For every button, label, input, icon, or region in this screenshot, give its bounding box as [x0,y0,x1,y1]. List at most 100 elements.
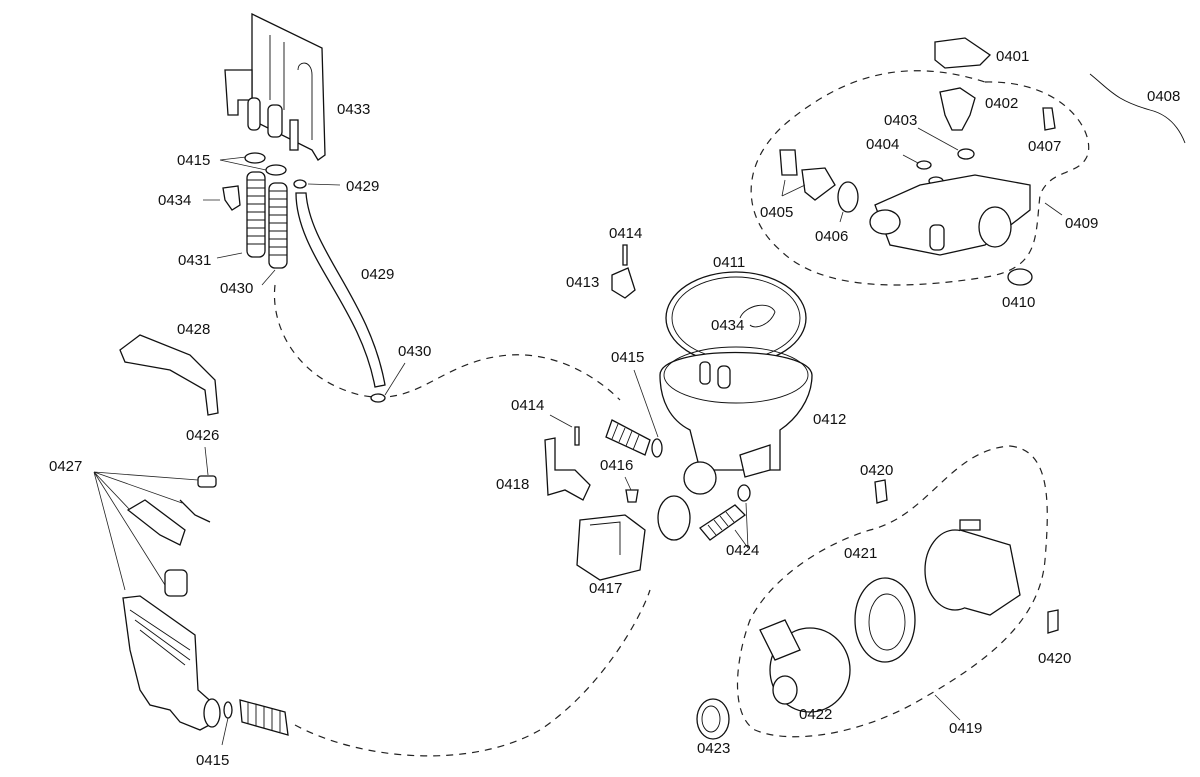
leader-0426 [93,471,199,591]
label-0427: 0428 [177,321,210,338]
leader-0419 [934,694,961,721]
part-0424-filter[interactable] [699,484,751,541]
label-0402: 0402 [985,95,1018,112]
part-0415-seal-bottom[interactable] [223,701,233,719]
label-0404: 0404 [866,136,899,153]
hose-path-sump [294,589,651,757]
label-0433: 0433 [337,101,370,118]
label-0414-mid: 0414 [511,397,544,414]
assembly-boundary-0419 [736,445,1048,738]
label-0405: 0405 [760,204,793,221]
label-0431: 0431 [178,252,211,269]
label-0420-a: 0420 [860,462,893,479]
part-0416[interactable] [625,489,639,503]
part-0421-impeller-housing[interactable] [854,577,916,663]
leader-0409 [1044,202,1063,216]
part-0428-hose[interactable] [295,192,386,388]
label-0418: 0418 [496,476,529,493]
leader-0429-top [307,183,341,186]
part-0415-sleeve-mid[interactable] [605,419,651,456]
label-0413: 0413 [566,274,599,291]
label-0425: 0426 [186,427,219,444]
label-0429-top: 0429 [346,178,379,195]
part-0408-wire[interactable] [1089,73,1186,144]
label-0423: 0423 [697,740,730,757]
part-0420-clip-a[interactable] [874,479,888,504]
label-0424: 0424 [726,542,759,559]
label-0428: 0429 [361,266,394,283]
label-0415-bottom: 0415 [196,752,229,769]
label-0407: 0407 [1028,138,1061,155]
part-0417-valve[interactable] [576,514,646,581]
part-0419-motor[interactable] [924,519,1021,616]
part-0416-ring[interactable] [657,495,691,541]
part-0404-seal-a[interactable] [916,160,932,170]
label-0416: 0416 [600,457,633,474]
leader-0415-bottom [221,717,229,746]
label-0415-mid: 0415 [611,349,644,366]
leader-0415-top [219,156,267,171]
part-0429-clamp-top[interactable] [293,179,307,189]
part-0426-drain-pump[interactable] [122,595,221,731]
part-0425[interactable] [197,475,217,488]
label-0409: 0409 [1065,215,1098,232]
part-0431-corrugated-hose[interactable] [246,171,266,258]
part-0402[interactable] [939,87,976,131]
part-0415-sleeve-bottom[interactable] [239,699,289,736]
part-0406-seal[interactable] [837,181,859,213]
leader-0431 [216,252,243,259]
part-0434-arrow[interactable] [739,304,776,328]
label-0421: 0421 [844,545,877,562]
leader-0429-lower [384,362,406,396]
label-0420-b: 0420 [1038,650,1071,667]
leader-0405 [781,179,806,197]
hose-path-drain [273,284,621,401]
part-0426-cylinder[interactable] [164,569,188,597]
label-0410: 0410 [1002,294,1035,311]
label-0401: 0401 [996,48,1029,65]
label-0417: 0417 [589,580,622,597]
label-0415-top: 0415 [177,152,210,169]
label-0408: 0408 [1147,88,1180,105]
leader-0406 [839,211,844,223]
part-0401[interactable] [934,37,992,69]
label-0412: 0412 [813,411,846,428]
part-0415-seal-mid[interactable] [651,438,663,458]
part-0407[interactable] [1042,107,1056,131]
part-0413[interactable] [611,267,636,299]
label-0422: 0422 [799,706,832,723]
label-0434: 0434 [711,317,744,334]
part-0410-clamp[interactable] [1007,268,1033,286]
leader-0424 [734,502,749,549]
part-0414-screw-top[interactable] [622,244,628,266]
part-0409-valve-body[interactable] [869,174,1031,256]
part-0414-screw-mid[interactable] [574,426,580,446]
label-0426: 0427 [49,458,82,475]
leader-0425 [204,446,209,476]
assembly-boundary-0409 [750,70,1090,286]
part-0426-spring[interactable] [179,499,211,523]
part-0423-ring[interactable] [696,698,730,740]
part-0422-pump-cover[interactable] [759,619,851,713]
label-0411: 0411 [713,254,745,271]
leader-0404 [902,154,919,164]
part-0430-corrugated-hose[interactable] [268,182,288,269]
part-0418[interactable] [544,437,591,501]
label-0406: 0406 [815,228,848,245]
part-0415-seals-top[interactable] [244,152,287,176]
label-0430: 0430 [220,280,253,297]
part-0433-distributor[interactable] [224,12,326,161]
part-0426-lever[interactable] [126,499,186,546]
part-0403-seal[interactable] [957,148,975,160]
leader-0415-mid [633,369,659,438]
part-0432-clip[interactable] [222,185,241,211]
part-0429-clamp-lower[interactable] [370,393,386,403]
part-0412-sump[interactable] [659,346,813,495]
leader-0403 [917,127,959,151]
leader-0414-mid [549,414,573,428]
part-0405[interactable] [779,149,836,201]
part-0427-cover[interactable] [119,334,219,416]
part-0420-clip-b[interactable] [1047,609,1059,634]
